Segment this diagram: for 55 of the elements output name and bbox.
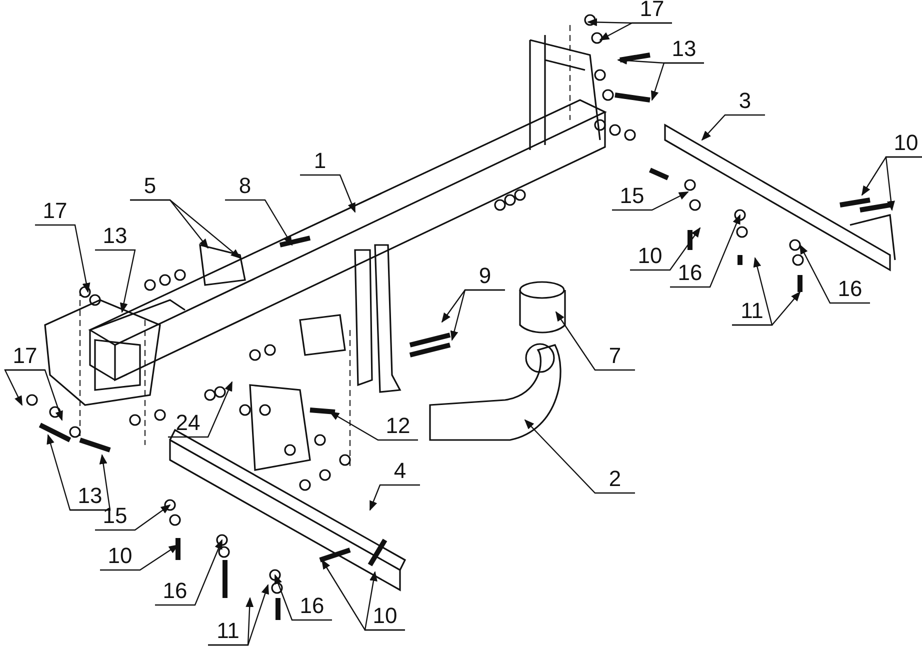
callout-number: 10 — [894, 132, 918, 154]
leader-line — [524, 419, 635, 494]
callout-number: 12 — [386, 415, 410, 437]
leader-line — [450, 289, 505, 341]
callout-number: 17 — [12, 345, 38, 367]
leader-line — [369, 484, 420, 511]
callout-number: 7 — [608, 345, 622, 367]
leader-line — [732, 291, 801, 326]
callout-number: 16 — [300, 595, 324, 617]
leader-line — [799, 244, 870, 304]
leader-line — [599, 22, 672, 41]
callout-number: 10 — [108, 545, 132, 567]
leader-line — [168, 381, 233, 438]
callout-number: 10 — [638, 245, 662, 267]
leader-line — [329, 411, 418, 441]
leader-line — [155, 539, 223, 606]
callout-number: 15 — [620, 185, 644, 207]
callout-number: 9 — [478, 265, 492, 287]
leader-line — [650, 62, 704, 101]
callout-number: 15 — [102, 505, 128, 527]
callout-number: 17 — [42, 200, 68, 222]
callout-number: 16 — [838, 278, 862, 300]
leader-line — [364, 571, 405, 631]
callout-number: 3 — [738, 90, 752, 112]
leader-line — [274, 574, 332, 621]
callout-number: 24 — [176, 412, 200, 434]
callout-number: 1 — [314, 150, 326, 172]
callout-number: 2 — [608, 468, 622, 490]
leader-line — [225, 199, 293, 246]
leader-line — [701, 114, 765, 141]
leader-line — [70, 454, 111, 511]
callout-number: 13 — [78, 485, 102, 507]
leader-line — [300, 174, 356, 213]
leader-line — [130, 199, 241, 259]
leader-line — [95, 504, 171, 531]
callout-number: 16 — [678, 262, 702, 284]
leader-line — [555, 311, 635, 371]
leader-line — [208, 584, 269, 646]
leader-line — [885, 156, 922, 211]
callout-number: 13 — [672, 38, 696, 60]
leader-line — [612, 191, 689, 211]
leader-line — [630, 227, 701, 271]
callout-number: 13 — [102, 225, 128, 247]
callout-number: 17 — [640, 0, 664, 20]
callout-number: 10 — [372, 605, 398, 627]
callout-number: 5 — [144, 175, 156, 197]
leader-line — [670, 214, 741, 288]
callout-number: 11 — [740, 300, 764, 322]
leader-line — [95, 249, 136, 313]
leader-line — [5, 369, 63, 421]
callout-number: 16 — [162, 580, 188, 602]
callout-number: 11 — [216, 620, 240, 642]
callout-number: 8 — [238, 175, 252, 197]
leader-line — [35, 224, 90, 293]
callout-number: 4 — [394, 460, 406, 482]
